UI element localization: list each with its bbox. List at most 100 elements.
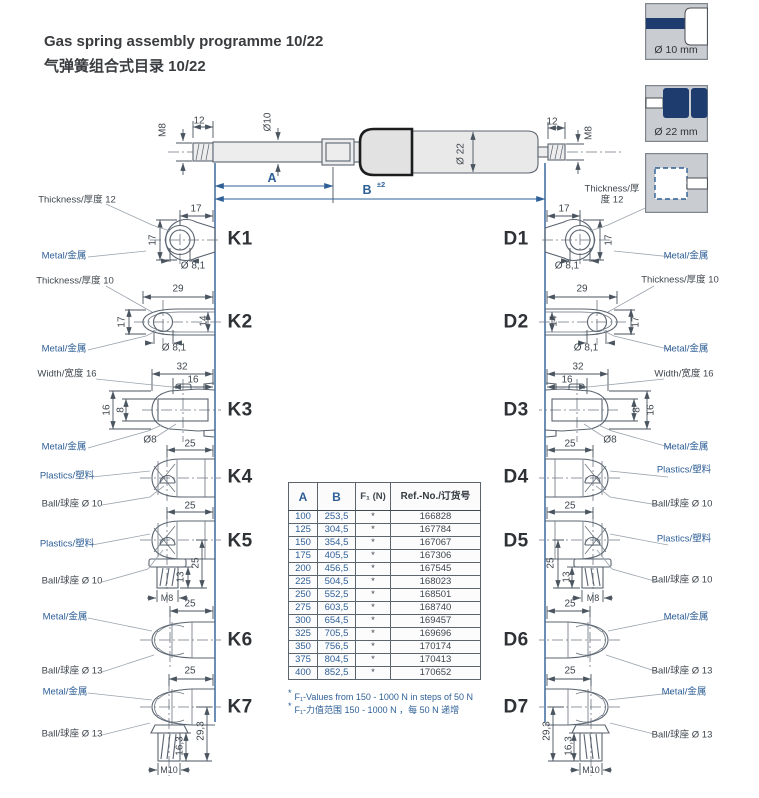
table-cell: 169696: [390, 627, 481, 641]
d5-note: Ball/球座 Ø 10: [651, 574, 713, 586]
table-cell: 167545: [390, 562, 481, 576]
d7-note: Ball/球座 Ø 13: [651, 729, 713, 741]
table-cell: *: [355, 562, 391, 576]
dim-b-tolerance: ±2: [376, 179, 386, 189]
table-cell: 354,5: [317, 536, 356, 550]
d7-dim-side: 29,3: [541, 721, 553, 741]
k7-material: Metal/金属: [42, 686, 88, 698]
fitting-label-k2: K2: [227, 311, 253, 333]
k2-dim-side2: 14: [198, 315, 210, 327]
k3-dim-top: 32: [176, 361, 188, 373]
page-title: Gas spring assembly programme 10/22: [44, 33, 324, 50]
table-cell: 168023: [390, 575, 481, 589]
table-cell: 400: [288, 666, 318, 680]
dim-b-label: B: [362, 183, 372, 197]
table-cell: *: [355, 575, 391, 589]
k6-material: Metal/金属: [42, 611, 88, 623]
k7-dim-side2: 16,3: [174, 736, 186, 756]
stud-length-right-dim: 12: [546, 116, 558, 128]
table-cell: 167784: [390, 523, 481, 537]
d6-material: Metal/金属: [663, 611, 709, 623]
table-cell: *: [355, 601, 391, 615]
fitting-label-d1: D1: [503, 228, 529, 250]
d1-material: Metal/金属: [663, 250, 709, 262]
rod-diameter-dim: Ø10: [262, 112, 274, 132]
k2-note: Thickness/厚度 10: [36, 275, 114, 287]
d7-dim-side2: 16,3: [563, 736, 575, 756]
fitting-label-k5: K5: [227, 530, 253, 552]
fitting-label-k7: K7: [227, 696, 253, 718]
d3-dim-top2: 16: [561, 374, 573, 386]
table-cell: *: [355, 588, 391, 602]
k7-dim-side: 29,3: [195, 721, 207, 741]
fitting-label-d4: D4: [503, 466, 529, 488]
k5-material: Plastics/塑料: [39, 538, 95, 550]
table-cell: 150: [288, 536, 318, 550]
fitting-label-d7: D7: [503, 696, 529, 718]
table-cell: 167067: [390, 536, 481, 550]
k6-dim-top: 25: [184, 598, 196, 610]
table-cell: 756,5: [317, 640, 356, 654]
k2-material: Metal/金属: [41, 343, 87, 355]
d5-dim-side: 25: [545, 557, 557, 569]
k1-note: Thickness/厚度 12: [38, 194, 116, 206]
d1-note: Thickness/厚度 12: [584, 183, 640, 205]
k7-thread: M10: [160, 764, 178, 775]
fitting-label-d5: D5: [503, 530, 529, 552]
body-diameter-icon: [645, 85, 708, 142]
table-cell: 125: [288, 523, 318, 537]
d6-note: Ball/球座 Ø 13: [651, 665, 713, 677]
k5-note: Ball/球座 Ø 10: [41, 575, 103, 587]
fitting-label-k6: K6: [227, 629, 253, 651]
table-cell: 654,5: [317, 614, 356, 628]
k7-dim-top: 25: [184, 665, 196, 677]
table-cell: 170413: [390, 653, 481, 667]
k3-dim-side: 16: [101, 404, 113, 416]
fitting-label-k3: K3: [227, 399, 253, 421]
d3-note: Width/宽度 16: [654, 368, 714, 380]
k1-dim-hole: Ø 8,1: [180, 260, 206, 272]
k3-dim-hole: Ø8: [143, 434, 157, 446]
k5-dim-side2: 13: [175, 571, 187, 583]
footnote-en: *F₁-Values from 150 - 1000 N in steps of…: [288, 688, 473, 702]
table-cell: *: [355, 549, 391, 563]
table-cell: 325: [288, 627, 318, 641]
d5-dim-side2: 13: [561, 571, 573, 583]
body-diameter-dim: Ø 22: [455, 143, 467, 165]
col-header-f1: F₁ (N): [355, 482, 391, 511]
k7-note: Ball/球座 Ø 13: [41, 728, 103, 740]
d2-dim-side: 17: [630, 316, 642, 328]
d2-material: Metal/金属: [663, 343, 709, 355]
k4-note: Ball/球座 Ø 10: [41, 498, 103, 510]
legend-icon-rod-10mm: [645, 3, 708, 65]
fitting-label-k1: K1: [227, 228, 253, 250]
d6-dim-top: 25: [564, 598, 576, 610]
k6-note: Ball/球座 Ø 13: [41, 665, 103, 677]
table-cell: 168501: [390, 588, 481, 602]
k3-note: Width/宽度 16: [37, 368, 97, 380]
table-cell: *: [355, 666, 391, 680]
table-cell: 350: [288, 640, 318, 654]
stud-length-left-dim: 12: [193, 115, 205, 127]
k2-dim-side: 17: [116, 316, 128, 328]
d4-material: Plastics/塑料: [656, 464, 712, 476]
d3-dim-side: 16: [645, 404, 657, 416]
d4-note: Ball/球座 Ø 10: [651, 498, 713, 510]
k5-dim-top: 25: [184, 500, 196, 512]
fitting-label-d2: D2: [503, 311, 529, 333]
rod-diameter-icon: [645, 3, 708, 60]
table-cell: *: [355, 510, 391, 524]
d1-dim-side: 17: [603, 234, 615, 246]
table-cell: 225: [288, 575, 318, 589]
custom-end-fitting-icon: [645, 153, 708, 213]
table-cell: *: [355, 640, 391, 654]
d7-material: Metal/金属: [661, 686, 707, 698]
